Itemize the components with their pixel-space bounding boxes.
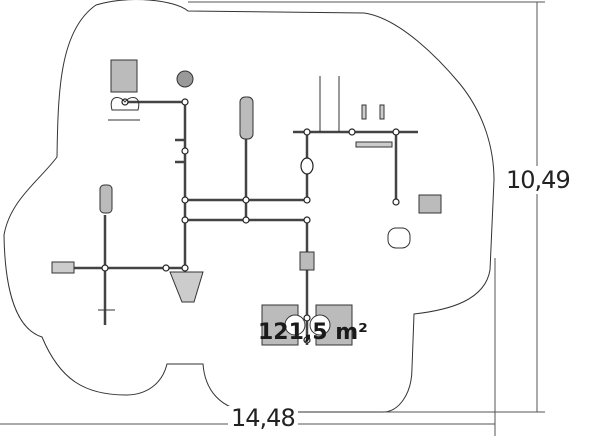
fitness-equipment	[51, 59, 442, 346]
area-label: 121,5 m²	[258, 320, 368, 345]
safety-zone-outline	[3, 0, 495, 413]
pipe-network	[52, 100, 418, 345]
height-dimension-label: 10,49	[506, 166, 571, 194]
dimension-lines	[0, 1, 545, 436]
width-dimension-label: 14,48	[228, 406, 298, 430]
